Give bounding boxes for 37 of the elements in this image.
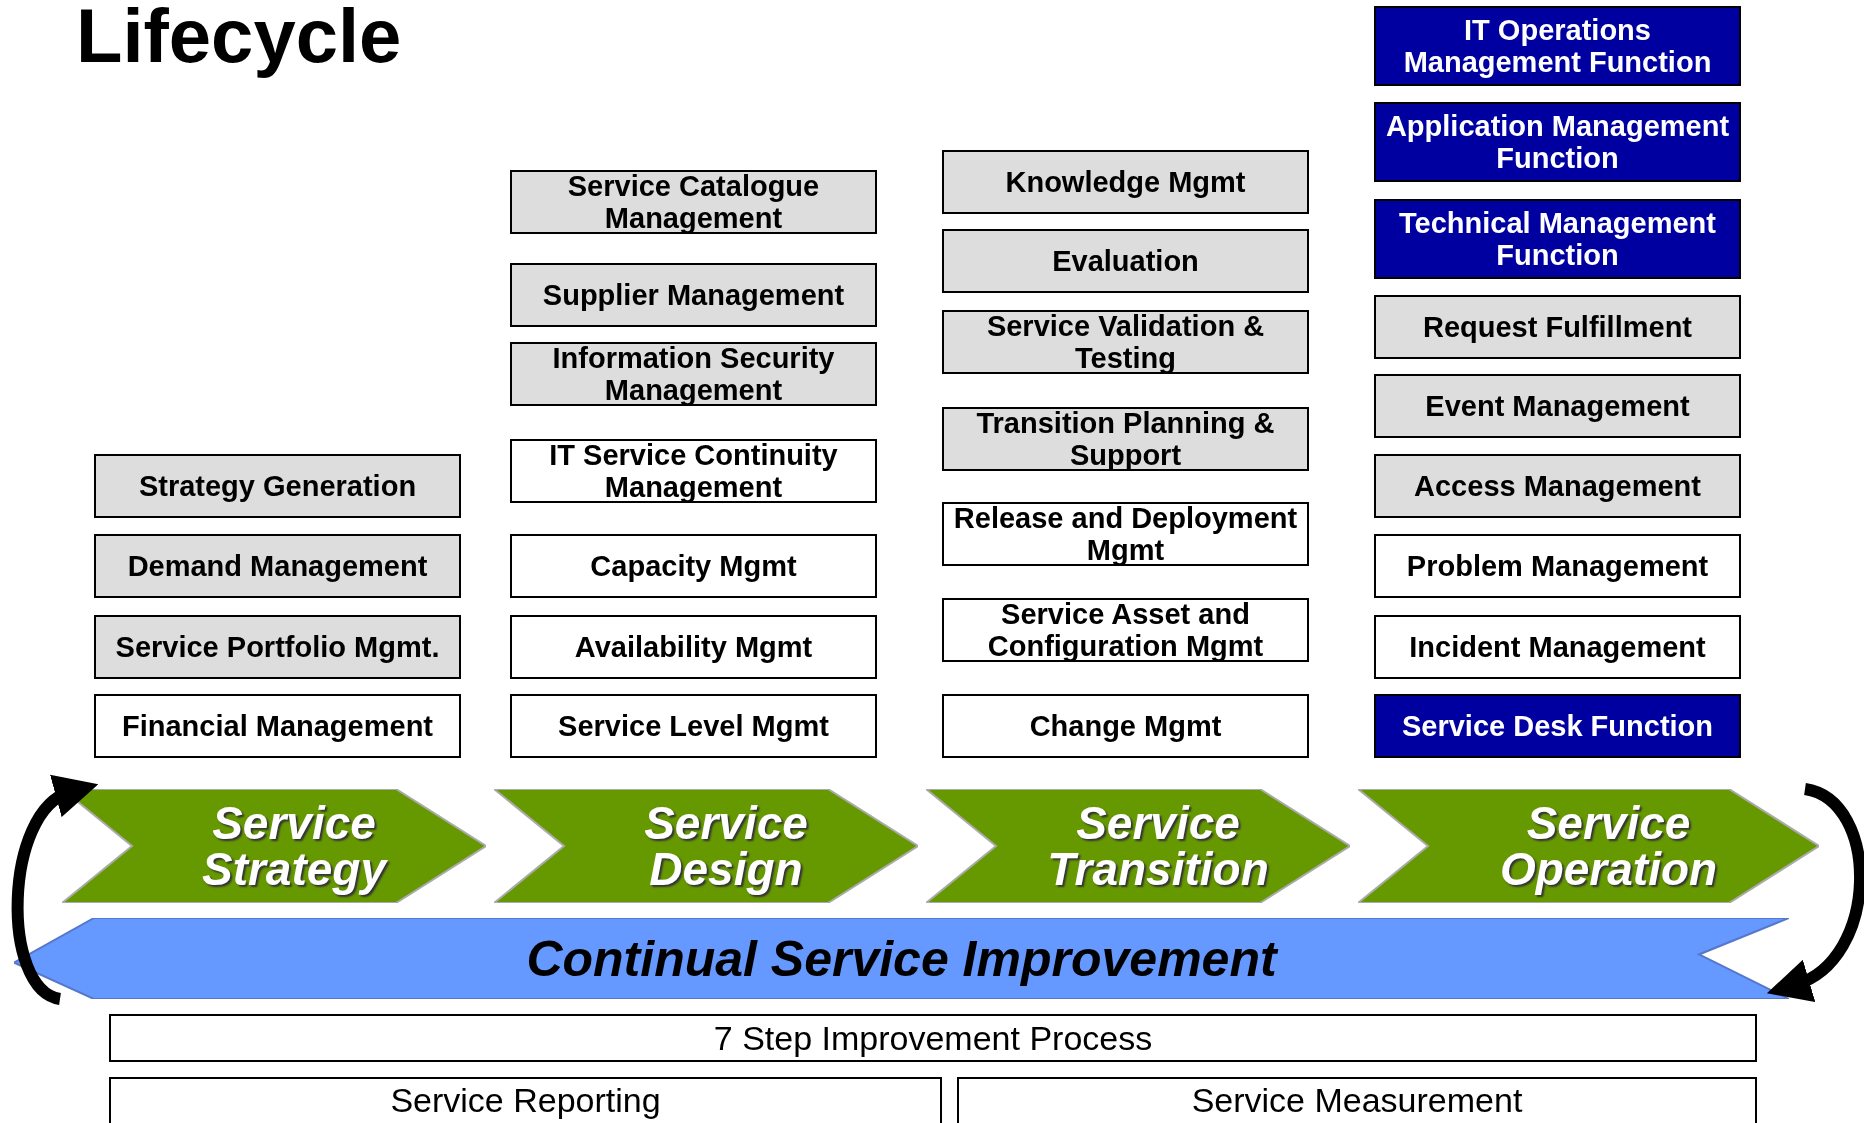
process-box: Event Management <box>1374 374 1741 438</box>
process-box: Service Level Mgmt <box>510 694 877 758</box>
process-box: Supplier Management <box>510 263 877 327</box>
curved-arrow <box>1768 783 1864 999</box>
process-box: Information Security Management <box>510 342 877 406</box>
process-box: Transition Planning & Support <box>942 407 1309 471</box>
function-box: IT Operations Management Function <box>1374 6 1741 86</box>
process-box: Incident Management <box>1374 615 1741 679</box>
phase-banner: Service Strategy <box>62 789 486 903</box>
process-box: Request Fulfillment <box>1374 295 1741 359</box>
process-box: Service Asset and Configuration Mgmt <box>942 598 1309 662</box>
process-box: Service Portfolio Mgmt. <box>94 615 461 679</box>
process-box: Demand Management <box>94 534 461 598</box>
function-box: Application Management Function <box>1374 102 1741 182</box>
diagram-title: Lifecycle <box>76 0 402 78</box>
function-box: Service Desk Function <box>1374 694 1741 758</box>
process-box: Service Measurement <box>957 1077 1757 1123</box>
process-box: Access Management <box>1374 454 1741 518</box>
process-box: Financial Management <box>94 694 461 758</box>
phase-banner: Service Transition <box>926 789 1350 903</box>
process-box: Service Reporting <box>109 1077 942 1123</box>
process-box: Strategy Generation <box>94 454 461 518</box>
process-box: Availability Mgmt <box>510 615 877 679</box>
process-box: Release and Deployment Mgmt <box>942 502 1309 566</box>
process-box: Change Mgmt <box>942 694 1309 758</box>
phase-banner: Service Operation <box>1358 789 1819 903</box>
process-box: Evaluation <box>942 229 1309 293</box>
process-box: Service Catalogue Management <box>510 170 877 234</box>
process-box: IT Service Continuity Management <box>510 439 877 503</box>
process-box: Knowledge Mgmt <box>942 150 1309 214</box>
improvement-band: Continual Service Improvement <box>14 918 1789 999</box>
process-box: Service Validation & Testing <box>942 310 1309 374</box>
function-box: Technical Management Function <box>1374 199 1741 279</box>
process-box: 7 Step Improvement Process <box>109 1014 1757 1062</box>
process-box: Problem Management <box>1374 534 1741 598</box>
phase-banner: Service Design <box>494 789 918 903</box>
process-box: Capacity Mgmt <box>510 534 877 598</box>
